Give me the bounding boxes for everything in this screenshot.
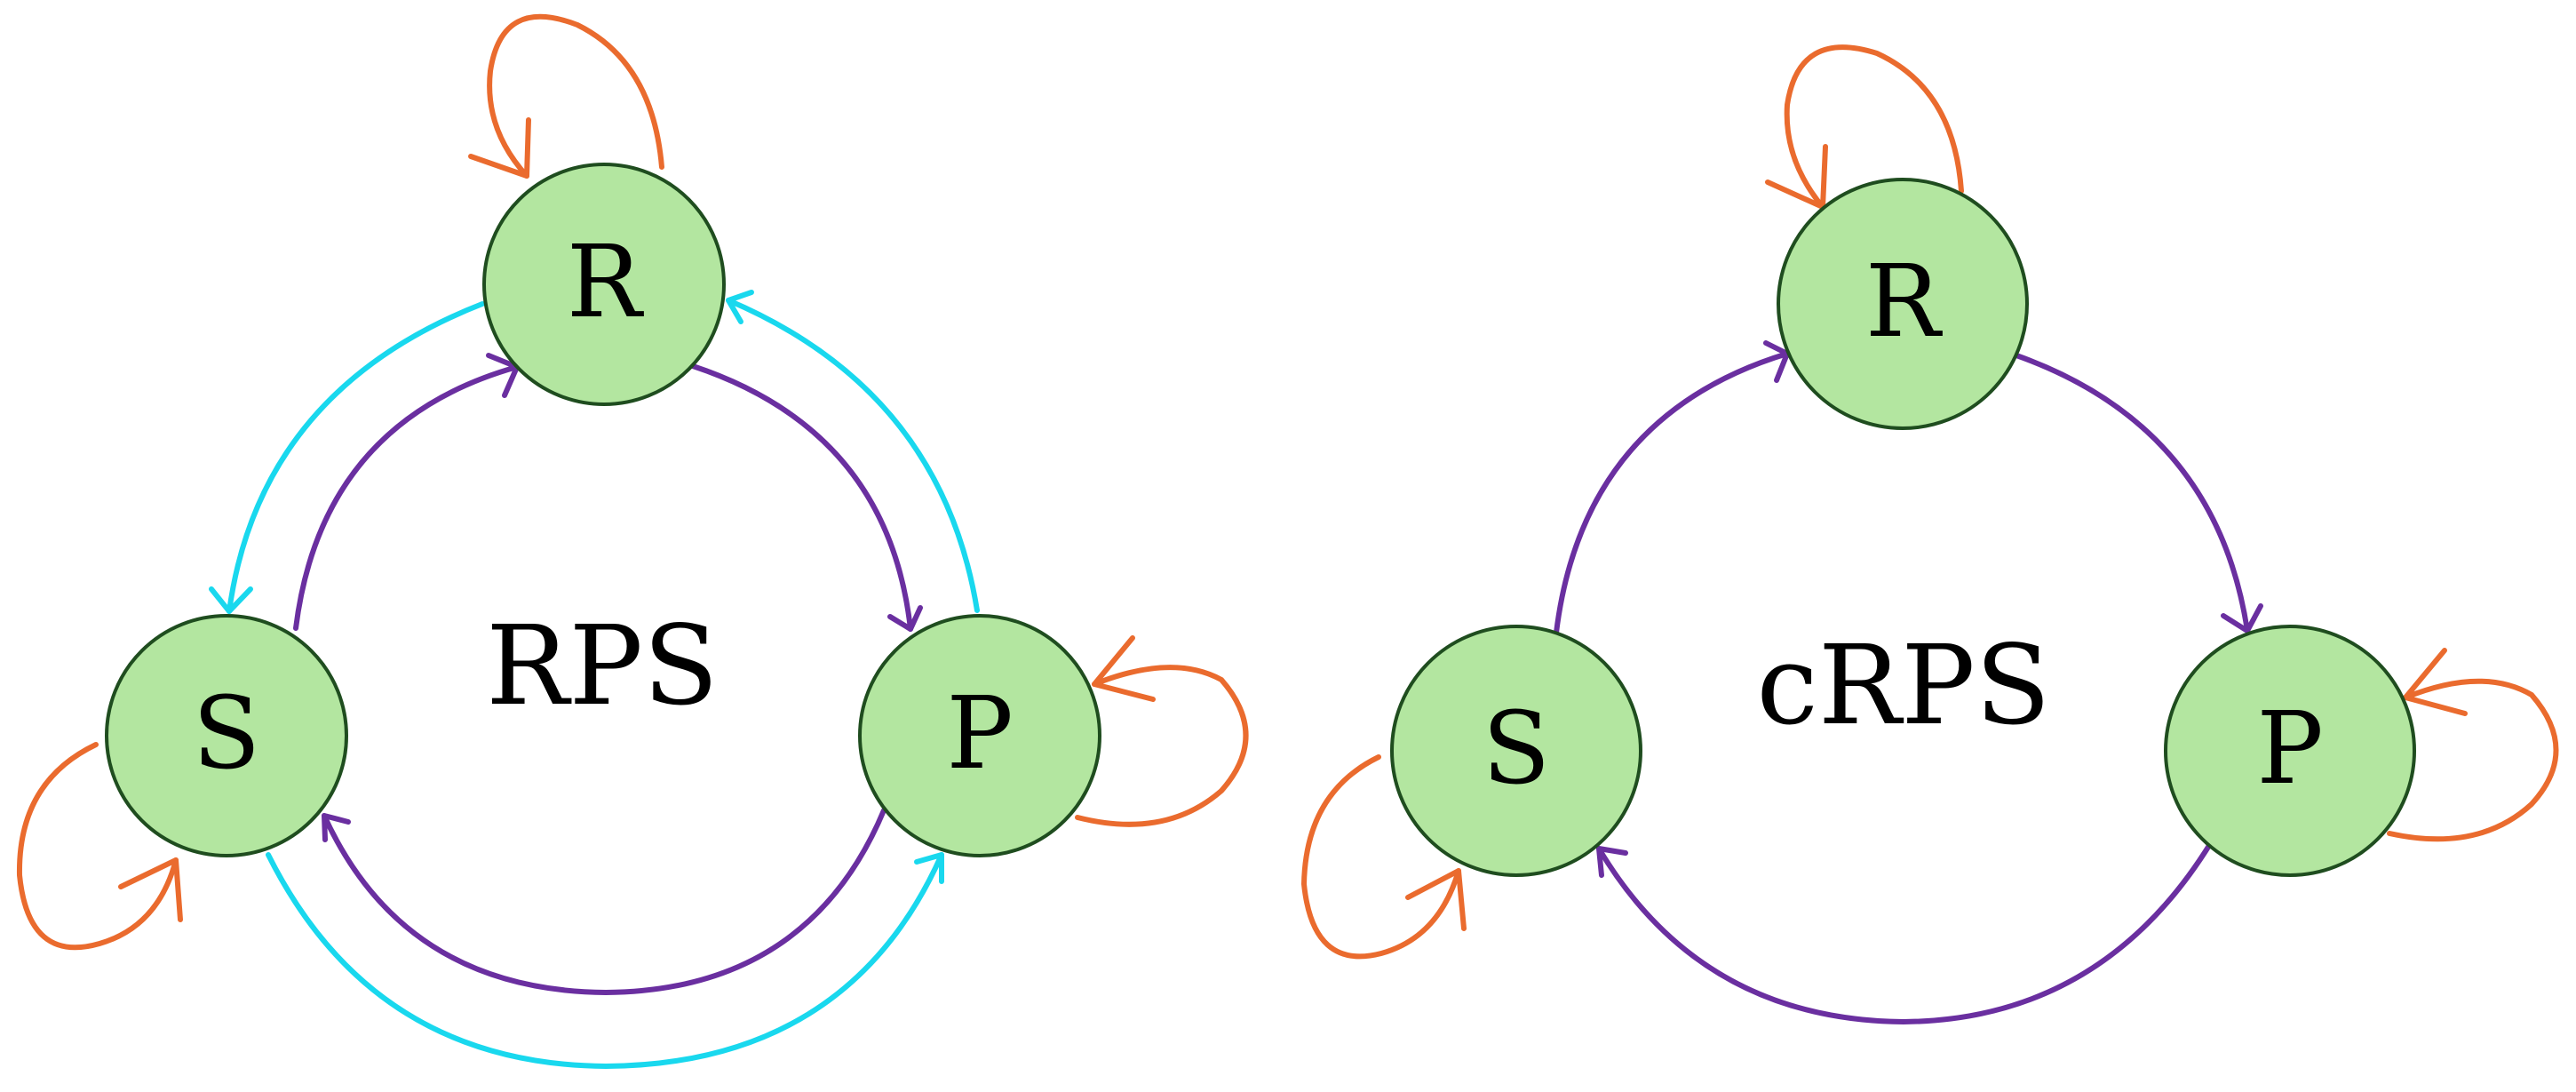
- crps-edge-r-to-p: [2014, 353, 2250, 634]
- crps-arrowhead-r-to-p: [2221, 603, 2263, 634]
- rps-graph: R S P RPS: [16, 13, 1249, 1069]
- crps-self-loop-r: [1784, 44, 1964, 210]
- rps-self-loop-s: [16, 742, 179, 951]
- rps-node-r-label: R: [567, 225, 645, 340]
- crps-graph: R S P cRPS: [1301, 44, 2559, 1024]
- crps-title: cRPS: [1756, 622, 2050, 750]
- crps-self-loop-s: [1301, 754, 1461, 960]
- rps-self-loop-r: [487, 13, 664, 179]
- crps-arrowhead-self-loop-s: [1405, 868, 1467, 931]
- rps-arrowhead-p-to-r: [726, 290, 754, 324]
- rps-node-s-label: S: [193, 676, 261, 792]
- crps-edge-p-to-s: [1596, 841, 2213, 1024]
- crps-edge-s-to-r: [1554, 351, 1790, 635]
- rps-arrowhead-s-to-p: [914, 852, 944, 884]
- rps-edge-p-to-s: [322, 808, 886, 995]
- rps-arrowhead-self-loop-r: [468, 117, 531, 179]
- rps-edge-p-to-r: [726, 298, 980, 613]
- crps-node-s: S: [1390, 625, 1642, 877]
- crps-node-r-label: R: [1865, 244, 1944, 360]
- rps-arrowhead-r-to-s: [209, 586, 253, 614]
- rps-self-loop-p: [1075, 665, 1249, 827]
- rps-arrowhead-self-loop-s: [118, 857, 183, 922]
- rps-arrowhead-p-to-s: [322, 813, 351, 842]
- rps-arrowhead-self-loop-p: [1092, 635, 1156, 702]
- crps-node-s-label: S: [1483, 691, 1551, 807]
- crps-arrowhead-self-loop-p: [2403, 648, 2468, 716]
- rps-edge-s-to-p: [266, 852, 944, 1069]
- rps-title: RPS: [486, 602, 719, 730]
- crps-arrowhead-p-to-s: [1596, 846, 1628, 878]
- rps-node-p-label: P: [946, 676, 1013, 792]
- crps-node-p: P: [2164, 625, 2416, 877]
- rps-node-s: S: [105, 614, 348, 857]
- rps-node-r: R: [482, 163, 726, 406]
- rps-edge-r-to-p: [690, 363, 913, 632]
- rps-edge-r-to-s: [227, 301, 485, 614]
- crps-node-p-label: P: [2256, 691, 2323, 807]
- rps-node-p: P: [858, 614, 1101, 857]
- rps-arrowhead-r-to-p: [887, 605, 923, 632]
- crps-node-r: R: [1777, 178, 2029, 430]
- rps-edge-s-to-r: [293, 364, 520, 631]
- crps-self-loop-p: [2387, 678, 2559, 842]
